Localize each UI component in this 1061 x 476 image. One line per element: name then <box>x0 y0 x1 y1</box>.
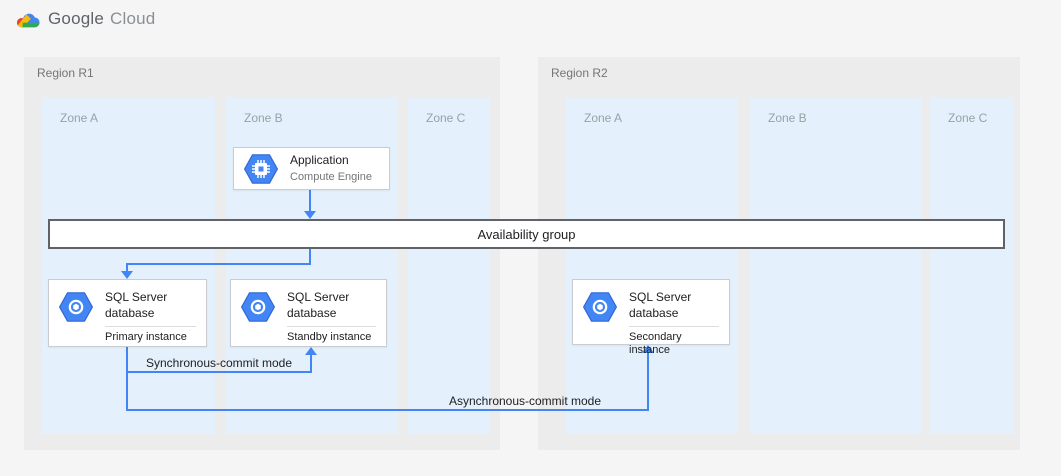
sql-standby-instance: Standby instance <box>287 331 372 344</box>
region-r1-zone-c: Zone C <box>408 97 490 434</box>
connector-primary-shared-vertical <box>126 347 128 411</box>
zone-label: Zone A <box>60 111 99 125</box>
divider <box>105 326 196 328</box>
application-subtitle: Compute Engine <box>290 170 372 183</box>
sql-standby-node: SQL Server database Standby instance <box>230 279 387 347</box>
region-r2-zone-b: Zone B <box>750 97 922 434</box>
zone-label: Zone A <box>584 111 623 125</box>
sql-server-database-icon <box>241 292 275 322</box>
sql-primary-node: SQL Server database Primary instance <box>48 279 207 347</box>
connector-async-commit <box>126 409 649 411</box>
connector-app-to-availability-group <box>309 190 311 211</box>
sql-secondary-text: SQL Server database Secondary instance <box>629 290 719 358</box>
region-r1: Region R1 Zone A Zone B Zone C <box>24 57 500 450</box>
sql-primary-instance: Primary instance <box>105 331 187 344</box>
availability-group-bar: Availability group <box>48 219 1005 249</box>
async-commit-label: Asynchronous-commit mode <box>448 394 602 408</box>
region-r1-label: Region R1 <box>37 66 94 80</box>
availability-group-label: Availability group <box>477 226 576 242</box>
sql-primary-text: SQL Server database Primary instance <box>105 290 196 344</box>
sql-secondary-instance: Secondary instance <box>629 331 682 357</box>
google-cloud-logo: Google Cloud <box>13 8 155 30</box>
region-r2: Region R2 Zone A Zone B Zone C <box>538 57 1020 450</box>
zone-label: Zone B <box>244 111 283 125</box>
arrowhead-up-icon <box>642 345 654 353</box>
arrowhead-down-icon <box>121 271 133 279</box>
zone-label: Zone C <box>948 111 988 125</box>
logo-brand-text: Google <box>48 9 105 28</box>
connector-async-commit <box>647 353 649 411</box>
application-node: Application Compute Engine <box>233 147 390 190</box>
connector-sync-commit <box>126 371 312 373</box>
connector-availability-group-to-primary <box>309 249 311 263</box>
google-cloud-icon <box>16 13 40 28</box>
connector-sync-commit <box>310 355 312 373</box>
region-r1-zone-a: Zone A <box>42 97 215 434</box>
application-node-text: Application Compute Engine <box>290 153 379 184</box>
region-r2-zone-c: Zone C <box>930 97 1014 434</box>
logo-product-text: Cloud <box>110 9 156 28</box>
connector-availability-group-to-primary <box>126 265 128 272</box>
arrowhead-up-icon <box>305 347 317 355</box>
sql-server-database-icon <box>59 292 93 322</box>
sql-secondary-node: SQL Server database Secondary instance <box>572 279 730 356</box>
region-r2-zone-a: Zone A <box>566 97 738 434</box>
arrowhead-down-icon <box>304 211 316 219</box>
application-title: Application <box>290 153 349 168</box>
sql-server-database-icon <box>583 292 617 322</box>
zone-label: Zone C <box>426 111 466 125</box>
compute-engine-icon <box>244 153 278 184</box>
divider <box>287 326 376 328</box>
sql-secondary-title: SQL Server database <box>629 290 692 320</box>
sql-standby-text: SQL Server database Standby instance <box>287 290 376 344</box>
sql-primary-title: SQL Server database <box>105 290 168 320</box>
sync-commit-label: Synchronous-commit mode <box>145 356 293 370</box>
connector-availability-group-to-primary <box>126 263 311 265</box>
divider <box>629 326 719 328</box>
zone-label: Zone B <box>768 111 807 125</box>
region-r2-label: Region R2 <box>551 66 608 80</box>
sql-standby-title: SQL Server database <box>287 290 350 320</box>
